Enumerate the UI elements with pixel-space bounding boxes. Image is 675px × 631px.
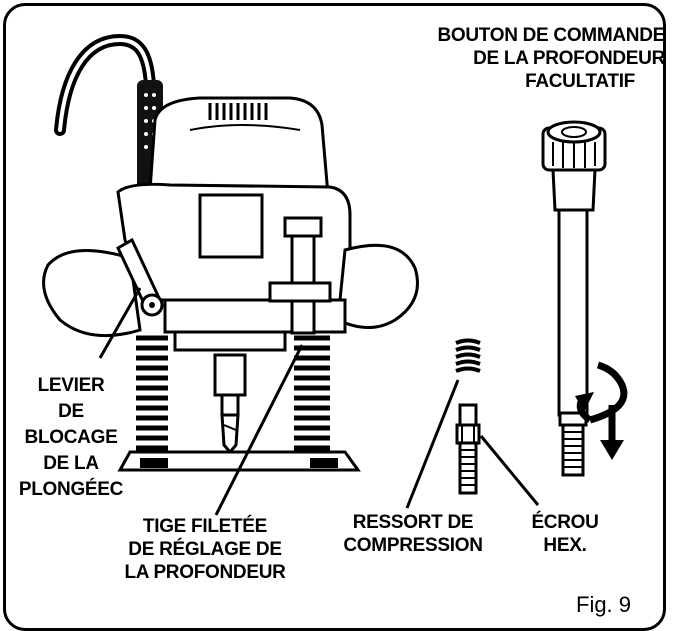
right-handle xyxy=(336,243,419,329)
leader-spring xyxy=(405,379,460,509)
left-handle xyxy=(42,248,142,338)
hex-nut-label: ÉCROU HEX. xyxy=(531,512,599,556)
hex-nut xyxy=(455,423,481,445)
depth-knob-label: BOUTON DE COMMANDE DE LA PROFONDEUR FACU… xyxy=(437,25,665,92)
leader-hex-nut xyxy=(479,435,540,506)
spring-label: RESSORT DE COMPRESSION xyxy=(343,512,483,556)
motor-housing xyxy=(148,96,330,197)
threaded-rod-label: TIGE FILETÉE DE RÉGLAGE DE LA PROFONDEUR xyxy=(124,516,286,583)
right-column-spring xyxy=(294,335,330,451)
collet xyxy=(213,353,247,397)
power-cord xyxy=(54,33,156,136)
rotation-arrow xyxy=(588,361,628,424)
threaded-rod-part xyxy=(458,403,478,427)
router-bit xyxy=(220,413,240,455)
compression-spring xyxy=(455,338,481,373)
knob-shaft xyxy=(557,208,589,417)
plunge-lever-label: LEVIER DE BLOCAGE DE LA PLONGÉEC xyxy=(18,375,124,500)
left-column-spring xyxy=(136,335,168,451)
figure-caption: Fig. 9 xyxy=(576,592,632,617)
switch-panel xyxy=(198,193,264,259)
leader-threaded-rod xyxy=(214,344,304,516)
base-plate xyxy=(117,450,361,472)
knob-threaded-end xyxy=(561,423,585,477)
leader-plunge-lever xyxy=(98,287,142,359)
down-arrow xyxy=(600,440,624,460)
